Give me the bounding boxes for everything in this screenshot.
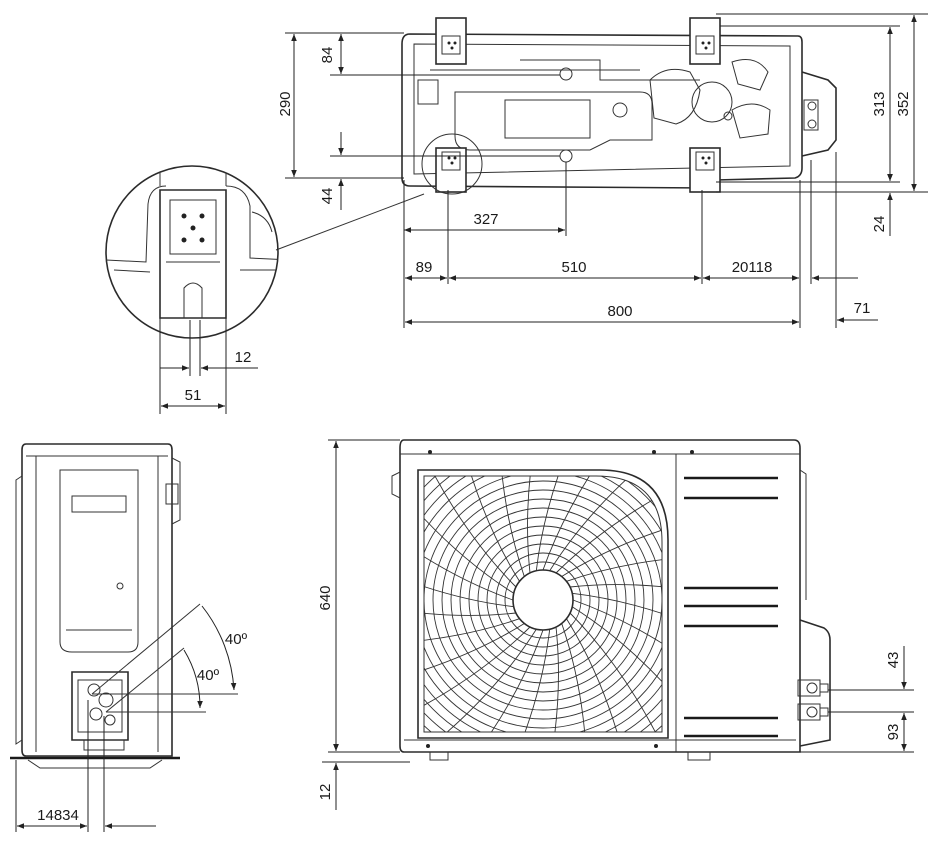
dim-43: 43: [885, 652, 902, 669]
dim-20118: 20118: [732, 259, 773, 276]
detail-reference-circle: [421, 133, 483, 195]
front-view-louvers: [684, 476, 778, 738]
dim-93: 93: [885, 724, 902, 741]
mounting-foot-icon: [689, 147, 721, 193]
mounting-foot-icon: [435, 147, 467, 193]
dim-14834: 14834: [37, 807, 79, 824]
dim-352: 352: [895, 91, 912, 116]
service-valve-icon: [797, 679, 829, 721]
fan-grille-icon: [417, 469, 669, 739]
dim-89: 89: [416, 259, 433, 276]
dim-800: 800: [607, 303, 632, 320]
service-valve-icon: [71, 671, 129, 751]
mounting-foot-detail: 12 51: [105, 165, 279, 414]
dim-24: 24: [871, 216, 888, 233]
top-view: [275, 17, 837, 251]
top-view-valve-bracket: [801, 71, 837, 157]
dim-71: 71: [854, 300, 871, 317]
dim-51: 51: [185, 387, 202, 404]
angle-lower: 40º: [197, 667, 220, 684]
side-view-outline: [21, 443, 173, 757]
front-view: [391, 439, 831, 761]
front-view-dimensions: 640 12 43 93: [317, 439, 914, 810]
side-view: 40º 40º 14834: [10, 443, 248, 832]
dim-640: 640: [317, 585, 334, 610]
dim-44: 44: [319, 188, 336, 205]
mounting-foot-icon: [435, 17, 467, 65]
dim-327: 327: [473, 211, 498, 228]
dim-510: 510: [561, 259, 586, 276]
mounting-foot-icon: [689, 17, 721, 65]
dim-290: 290: [277, 91, 294, 116]
dim-313: 313: [871, 91, 888, 116]
dim-12-detail: 12: [235, 349, 252, 366]
top-view-base-channel: [454, 91, 653, 151]
angle-upper: 40º: [225, 631, 248, 648]
dim-12-front: 12: [317, 784, 334, 801]
front-view-outline: [399, 439, 801, 753]
dim-84: 84: [319, 47, 336, 64]
mounting-foot-icon: [159, 189, 227, 319]
top-view-compressor: [649, 68, 701, 125]
top-view-dimensions: 290 84 44 327 89 510 20118 71 800: [277, 13, 928, 328]
front-view-valve-cover: [799, 619, 831, 747]
